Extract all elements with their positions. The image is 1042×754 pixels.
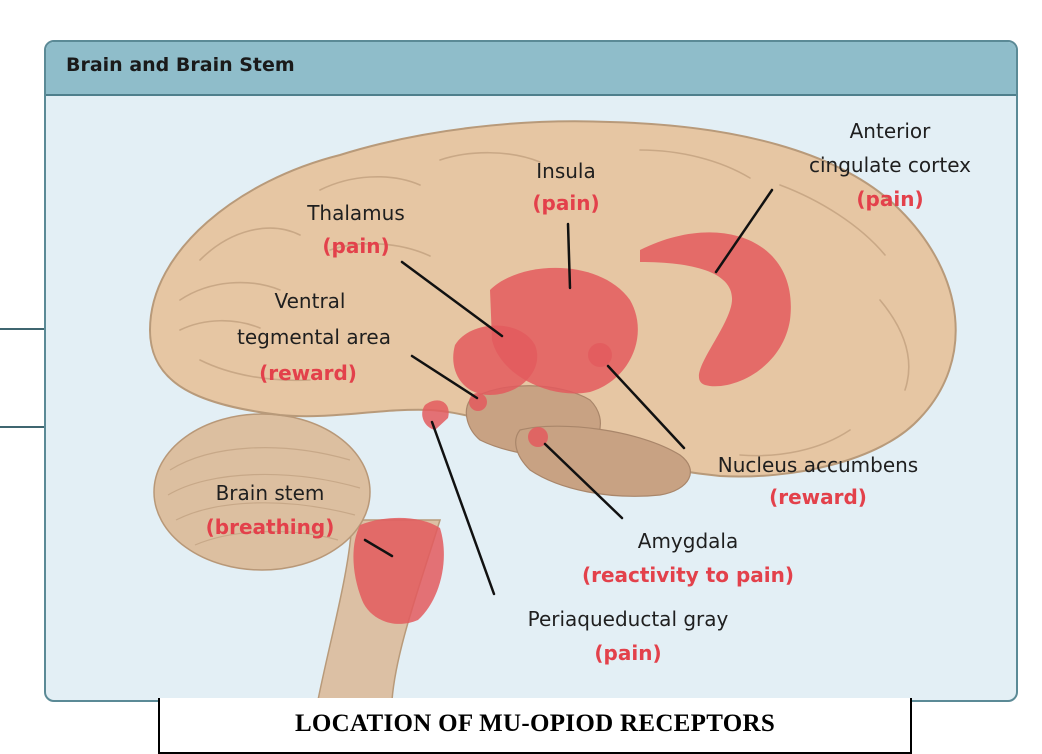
figure-caption: LOCATION OF MU-OPIOD RECEPTORS xyxy=(160,710,910,738)
label-amygdala: Amygdala (reactivity to pain) xyxy=(582,529,794,587)
nucleus-accumbens-highlight xyxy=(588,343,612,367)
periaqueductal-highlight xyxy=(422,400,449,430)
svg-text:(pain): (pain) xyxy=(322,234,389,258)
svg-text:tegmental area: tegmental area xyxy=(237,325,391,349)
svg-text:(pain): (pain) xyxy=(532,191,599,215)
svg-text:(reward): (reward) xyxy=(769,485,867,509)
svg-text:Thalamus: Thalamus xyxy=(306,201,405,225)
svg-text:Nucleus accumbens: Nucleus accumbens xyxy=(718,453,918,477)
svg-text:Anterior: Anterior xyxy=(850,119,932,143)
svg-text:Ventral: Ventral xyxy=(275,289,346,313)
svg-text:Insula: Insula xyxy=(536,159,595,183)
svg-text:Brain stem: Brain stem xyxy=(216,481,325,505)
brain-diagram: Insula (pain) Anterior cingulate cortex … xyxy=(0,0,1042,700)
label-nucleus-accumbens: Nucleus accumbens (reward) xyxy=(718,453,918,509)
svg-text:(breathing): (breathing) xyxy=(206,515,335,539)
svg-text:(reward): (reward) xyxy=(259,361,357,385)
caption-box: LOCATION OF MU-OPIOD RECEPTORS xyxy=(158,698,912,754)
svg-text:cingulate cortex: cingulate cortex xyxy=(809,153,971,177)
svg-text:Amygdala: Amygdala xyxy=(638,529,738,553)
svg-text:(pain): (pain) xyxy=(594,641,661,665)
svg-text:Periaqueductal gray: Periaqueductal gray xyxy=(528,607,729,631)
label-periaqueductal-gray: Periaqueductal gray (pain) xyxy=(528,607,729,665)
svg-text:(reactivity to pain): (reactivity to pain) xyxy=(582,563,794,587)
svg-text:(pain): (pain) xyxy=(856,187,923,211)
brain-stem-highlight xyxy=(353,518,443,624)
